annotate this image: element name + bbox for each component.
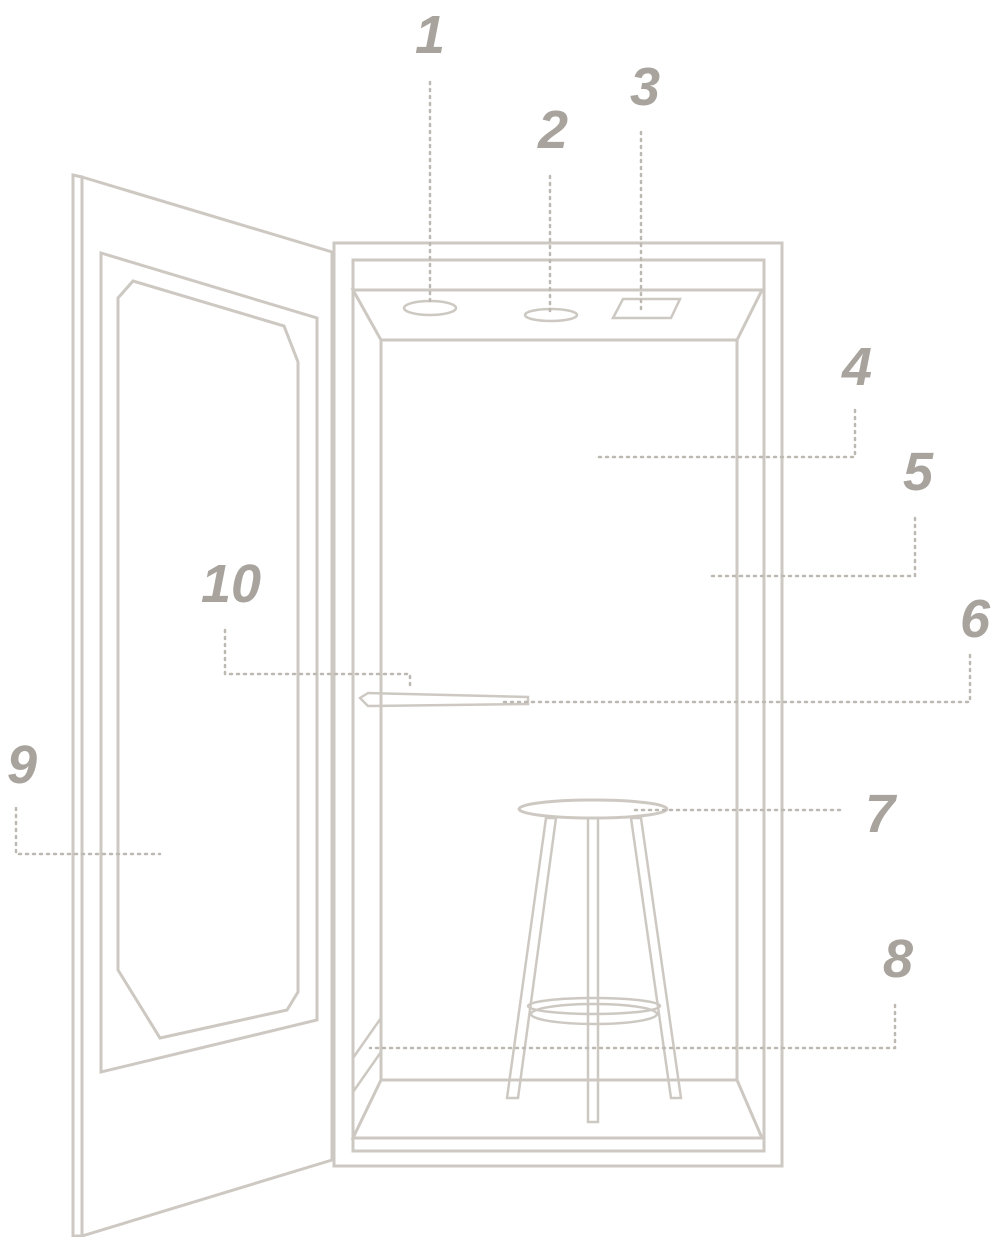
leader-9	[14, 806, 162, 856]
callout-9: 9	[7, 735, 37, 795]
leader-4	[595, 408, 857, 459]
door-glass-panel	[116, 279, 300, 1040]
back-wall	[379, 340, 739, 1082]
leader-5	[705, 516, 917, 578]
callout-8: 8	[883, 929, 913, 989]
ceiling-light	[402, 299, 458, 317]
door-window-frame	[99, 250, 319, 1074]
shelf	[358, 691, 530, 708]
callout-1: 1	[415, 5, 445, 65]
floor-panel	[350, 1078, 765, 1140]
callout-2: 2	[537, 100, 568, 160]
leader-lines	[14, 80, 972, 1050]
callout-6: 6	[960, 589, 991, 649]
callout-labels: 1 2 3 4 5 6 7 8 9 10	[7, 5, 991, 989]
callout-10: 10	[201, 554, 261, 614]
leader-6	[497, 653, 972, 704]
callout-7: 7	[865, 784, 898, 844]
leader-8	[368, 1003, 897, 1050]
callout-3: 3	[630, 57, 660, 117]
ceiling-panel	[350, 288, 765, 342]
leader-10	[223, 628, 412, 692]
stool-footrest	[526, 996, 662, 1016]
booth-body	[332, 241, 784, 1168]
stool	[505, 798, 683, 1124]
callout-4: 4	[841, 337, 872, 397]
ceiling-panel-unit	[610, 297, 682, 320]
callout-5: 5	[903, 442, 934, 502]
stool-seat	[517, 798, 669, 820]
door	[71, 173, 334, 1237]
ventilation-grille-slat	[351, 1051, 383, 1093]
ventilation-grille-slat	[351, 1017, 383, 1059]
